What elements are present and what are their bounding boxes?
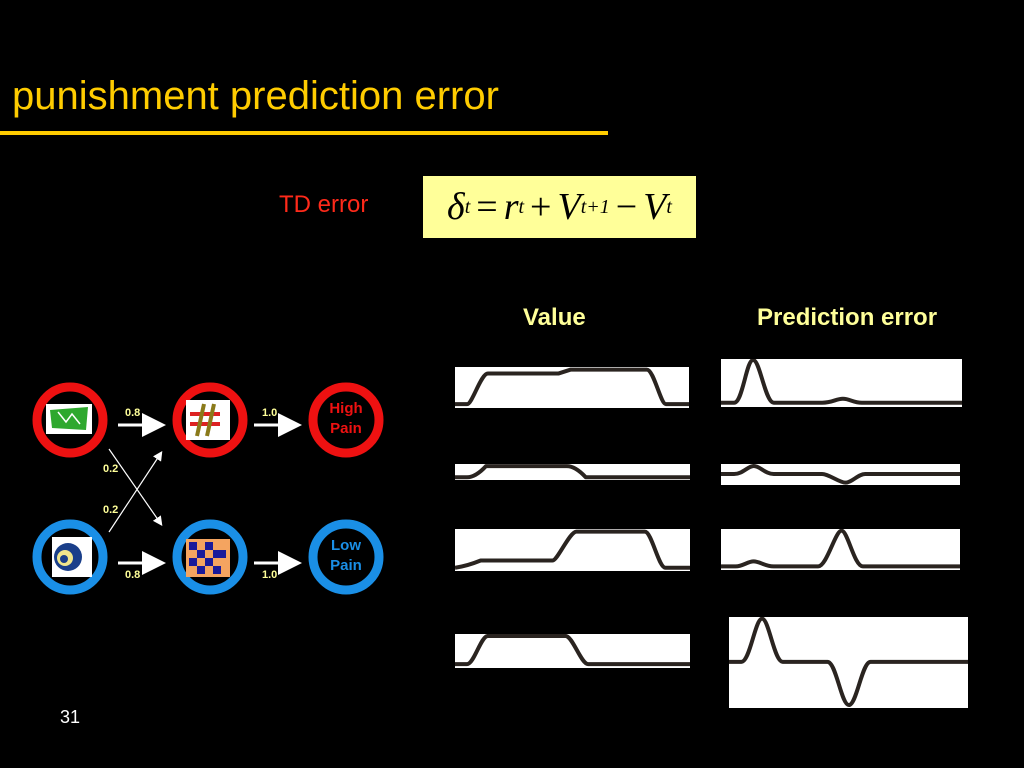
high-pain-node: High Pain (308, 382, 384, 458)
cue-high-node (32, 382, 108, 458)
prediction-error-trace-4 (729, 617, 968, 708)
formula-sub: t (666, 195, 672, 218)
checker-icon (189, 542, 226, 574)
formula-v: V (557, 186, 581, 228)
low-pain-label: Pain (330, 557, 362, 574)
low-pain-label: Low (331, 537, 361, 554)
td-error-label: TD error (279, 191, 369, 218)
value-trace-4 (455, 634, 690, 668)
formula-eq: = (476, 186, 498, 228)
slide-title: punishment prediction error (12, 74, 499, 118)
probability-label: 1.0 (262, 569, 277, 581)
low-pain-node: Low Pain (308, 519, 384, 595)
formula-v: V (643, 186, 667, 228)
probability-label: 0.2 (103, 463, 118, 475)
cue-low-node (32, 519, 108, 595)
prediction-error-trace-2 (721, 464, 960, 485)
formula-delta: δ (447, 186, 465, 228)
probability-label: 0.2 (103, 504, 118, 516)
title-underline (0, 131, 608, 135)
value-trace-3 (455, 529, 690, 571)
intermediate-high-node (172, 382, 248, 458)
formula-minus: − (615, 186, 638, 228)
formula-plus: + (530, 186, 552, 228)
probability-label: 0.8 (125, 569, 140, 581)
formula-sub: t (518, 195, 525, 218)
prediction-error-trace-3 (721, 529, 960, 570)
state-diagram: High Pain Low Pain 0.8 1.0 0.2 0.2 0.8 1… (32, 382, 384, 595)
arrow (108, 450, 163, 533)
formula-sub: t (464, 195, 471, 218)
value-trace-1 (455, 367, 689, 408)
value-header: Value (523, 304, 586, 331)
arrow (108, 448, 163, 526)
probability-label: 0.8 (125, 407, 140, 419)
formula-r: r (503, 186, 519, 228)
page-number: 31 (60, 707, 81, 727)
value-trace-2 (455, 464, 690, 480)
hash-icon (190, 403, 220, 437)
prediction-error-trace-1 (721, 359, 962, 407)
probability-label: 1.0 (262, 407, 277, 419)
prediction-error-header: Prediction error (757, 304, 938, 331)
intermediate-low-node (172, 519, 248, 595)
high-pain-label: High (329, 400, 362, 417)
formula-sub: t+1 (580, 195, 610, 218)
high-pain-label: Pain (330, 420, 362, 437)
